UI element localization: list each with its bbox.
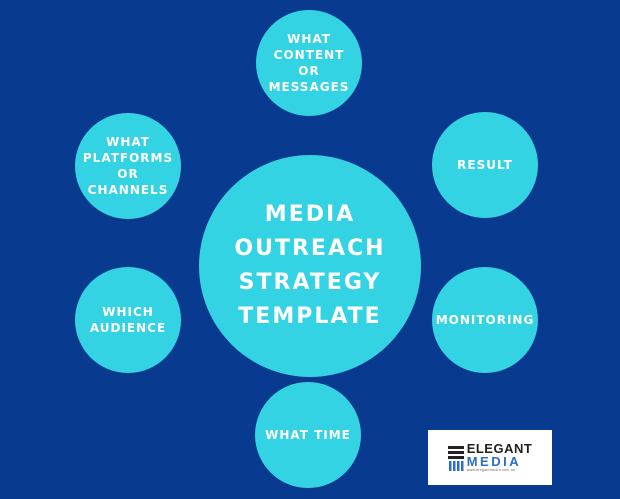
logo-bars-icon bbox=[447, 445, 464, 471]
node-platforms-circle: WHAT PLATFORMS OR CHANNELS bbox=[75, 113, 181, 219]
logo-word-media: MEDIA bbox=[466, 454, 522, 470]
content-line-1: WHAT bbox=[287, 32, 331, 46]
audience-line-1: WHICH bbox=[102, 305, 154, 319]
center-topic-circle: MEDIA OUTREACH STRATEGY TEMPLATE bbox=[199, 155, 421, 377]
logo-url: www.elegantmedia.com.au bbox=[466, 468, 516, 473]
content-line-4: MESSAGES bbox=[268, 80, 350, 94]
node-monitoring-circle: MONITORING bbox=[432, 267, 538, 373]
platforms-line-3: OR bbox=[117, 167, 139, 181]
content-line-3: OR bbox=[298, 64, 320, 78]
audience-line-2: AUDIENCE bbox=[89, 321, 167, 335]
center-line-1: MEDIA bbox=[264, 202, 356, 227]
logo-word-elegant: ELEGANT bbox=[466, 441, 533, 457]
center-line-2: OUTREACH bbox=[234, 236, 386, 261]
platforms-line-4: CHANNELS bbox=[87, 183, 169, 197]
elegant-media-logo: ELEGANT MEDIA www.elegantmedia.com.au bbox=[428, 430, 552, 485]
logo-inner: ELEGANT MEDIA www.elegantmedia.com.au bbox=[447, 442, 533, 473]
node-result-circle: RESULT bbox=[432, 112, 538, 218]
result-line-1: RESULT bbox=[457, 158, 513, 172]
logo-text: ELEGANT MEDIA www.elegantmedia.com.au bbox=[467, 442, 533, 473]
node-time-circle: WHAT TIME bbox=[255, 382, 361, 488]
platforms-line-2: PLATFORMS bbox=[82, 151, 174, 165]
platforms-line-1: WHAT bbox=[106, 135, 150, 149]
content-line-2: CONTENT bbox=[273, 48, 345, 62]
center-line-4: TEMPLATE bbox=[238, 304, 382, 329]
time-line-1: WHAT TIME bbox=[265, 428, 351, 442]
node-audience-circle: WHICH AUDIENCE bbox=[75, 267, 181, 373]
center-line-3: STRATEGY bbox=[238, 270, 382, 295]
monitoring-line-1: MONITORING bbox=[435, 313, 535, 327]
node-content-circle: WHAT CONTENT OR MESSAGES bbox=[256, 10, 362, 116]
